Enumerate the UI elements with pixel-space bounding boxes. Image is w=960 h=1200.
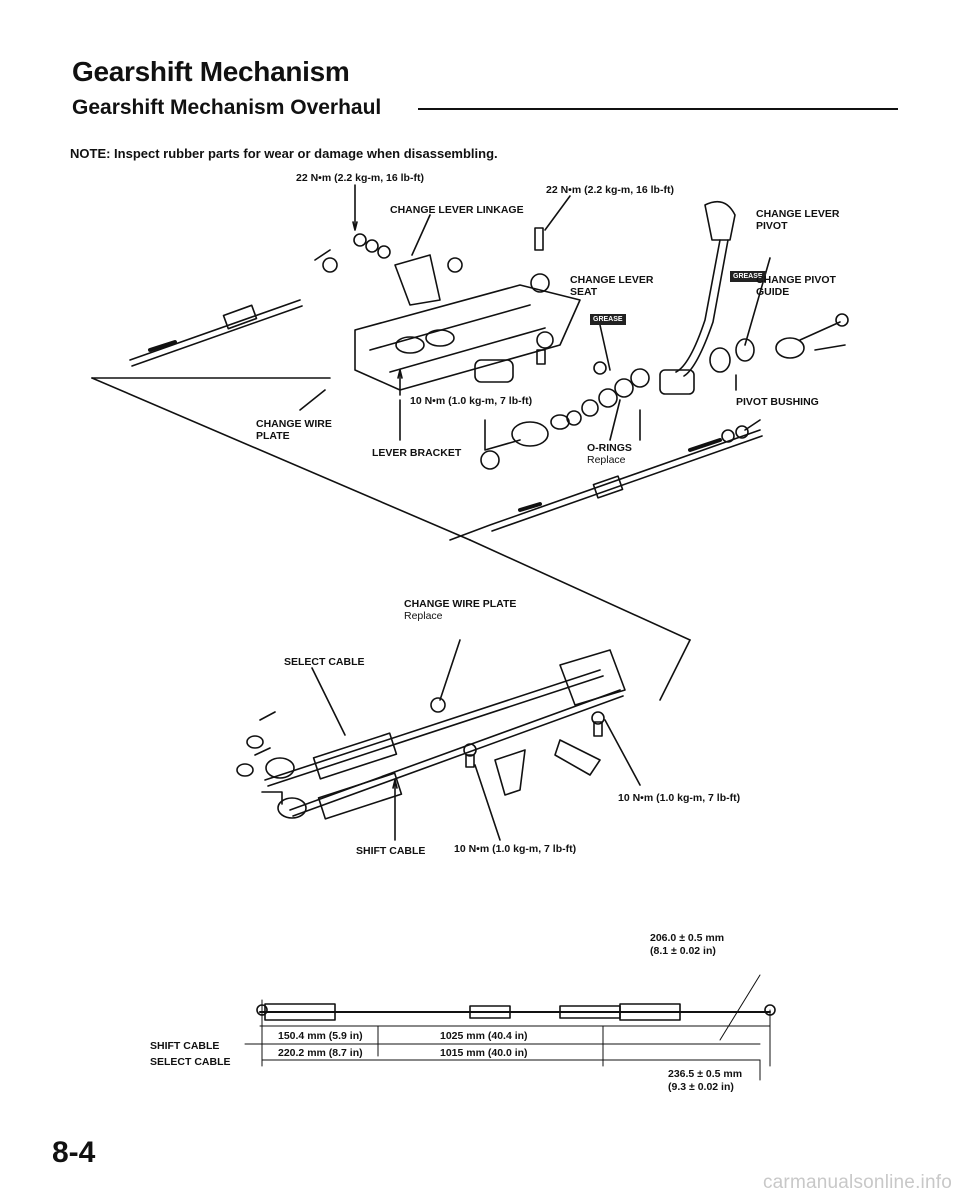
label-torque-10-bracket: 10 N•m (1.0 kg-m, 7 lb-ft): [410, 395, 533, 407]
leader-wire-plate-replace: [439, 639, 461, 701]
leader-torque-22-right: [544, 195, 571, 231]
dim-206: 206.0 ± 0.5 mm(8.1 ± 0.02 in): [650, 932, 725, 957]
page-number: 8-4: [52, 1136, 96, 1169]
watermark: carmanualsonline.info: [762, 1172, 952, 1193]
boundary-line-right: [659, 639, 691, 701]
select-cable-lower: [264, 669, 601, 781]
leader-orings: [609, 399, 621, 441]
note-text: NOTE: Inspect rubber parts for wear or d…: [70, 146, 498, 161]
leader-torque-10-bottom: [474, 764, 501, 841]
leader-torque-10-right: [604, 719, 641, 786]
shift-cable-boot: [317, 772, 403, 820]
lever-bracket-bushing: [511, 421, 549, 447]
dim-shift-short: 150.4 mm (5.9 in): [278, 1030, 363, 1042]
leader-linkage: [411, 214, 431, 256]
cable-boot-upper: [222, 304, 258, 330]
label-torque-10-bottom: 10 N•m (1.0 kg-m, 7 lb-ft): [454, 843, 577, 855]
shift-knob: [704, 200, 736, 241]
cable-bracket: [559, 649, 626, 706]
dim-shift-cable-label: SHIFT CABLE: [150, 1040, 220, 1052]
upper-cable-left: [129, 299, 301, 361]
section-title: Gearshift Mechanism: [72, 56, 350, 87]
change-lever-linkage-part: [394, 254, 441, 306]
grease-marker-seat: GREASE: [590, 314, 626, 325]
leader-206: [719, 974, 761, 1041]
dim-select-cable-label: SELECT CABLE: [150, 1056, 231, 1068]
dim-select-short: 220.2 mm (8.7 in): [278, 1047, 363, 1059]
label-shift-cable: SHIFT CABLE: [356, 845, 426, 857]
select-cable-boot: [312, 732, 398, 780]
label-torque-22-right: 22 N•m (2.2 kg-m, 16 lb-ft): [546, 184, 674, 196]
boundary-line-left: [91, 377, 471, 541]
lower-cable: [449, 429, 761, 541]
label-lever-bracket: LEVER BRACKET: [372, 447, 462, 459]
dim-select-long: 1015 mm (40.0 in): [440, 1047, 528, 1059]
label-torque-22-left: 22 N•m (2.2 kg-m, 16 lb-ft): [296, 172, 424, 184]
boundary-line-mid: [469, 539, 691, 641]
leader-wire-plate: [299, 389, 326, 411]
pivot-housing: [659, 369, 695, 395]
bracket-pad: [474, 359, 514, 383]
subsection-title: Gearshift Mechanism Overhaul: [72, 96, 382, 119]
leader-seat: [599, 324, 611, 371]
leader-pivot-guide: [744, 257, 771, 346]
label-pivot-bushing: PIVOT BUSHING: [736, 396, 819, 408]
bolt-upper: [534, 227, 544, 251]
label-torque-10-right: 10 N•m (1.0 kg-m, 7 lb-ft): [618, 792, 741, 804]
heading-rule: [418, 108, 898, 110]
dim-shift-long: 1025 mm (40.4 in): [440, 1030, 528, 1042]
dim-236: 236.5 ± 0.5 mm(9.3 ± 0.02 in): [668, 1068, 743, 1093]
dim-boot-shift: [264, 1003, 336, 1021]
grease-marker-pivot: GREASE: [730, 271, 766, 282]
label-select-cable: SELECT CABLE: [284, 656, 365, 668]
lever-bracket-body: [354, 284, 581, 391]
leader-select-cable: [311, 667, 346, 736]
label-change-lever-linkage: CHANGE LEVER LINKAGE: [390, 204, 524, 216]
